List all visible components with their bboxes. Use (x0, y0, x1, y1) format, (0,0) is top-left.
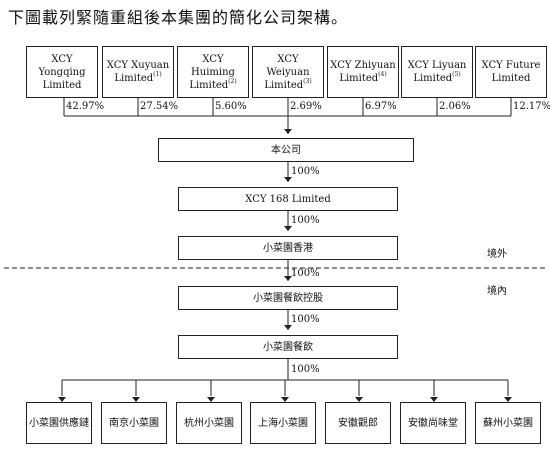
catering-holding-box: 小菜園餐飲控股 (178, 286, 398, 310)
percent-zhiyuan: 6.97% (365, 101, 397, 112)
percent-huiming: 5.60% (215, 101, 247, 112)
region-offshore-label: 境外 (487, 249, 507, 260)
catering-box: 小菜園餐飲 (178, 335, 398, 359)
shareholder-xuyuan: XCY Xuyuan Limited(1) (102, 46, 174, 98)
subsidiary-anhui-guanlang: 安徽觀郎 (325, 402, 391, 444)
shareholder-weiyuan: XCY Weiyuan Limited(3) (252, 46, 324, 98)
shareholder-yongqing: XCY Yongqing Limited (26, 46, 98, 98)
subsidiary-hangzhou: 杭州小菜園 (176, 402, 242, 444)
hk-box: 小菜園香港 (178, 236, 398, 260)
percent-catering: 100% (291, 314, 320, 325)
percent-xcy168: 100% (291, 166, 320, 177)
shareholder-huiming: XCY Huiming Limited(2) (177, 46, 249, 98)
shareholder-future: XCY Future Limited (475, 46, 547, 98)
percent-yongqing: 42.97% (66, 101, 105, 112)
percent-xuyuan: 27.54% (140, 101, 179, 112)
subsidiary-anhui-shangweitang: 安徽尚味堂 (400, 402, 466, 444)
subsidiary-suzhou: 蘇州小菜園 (475, 402, 541, 444)
company-box: 本公司 (158, 138, 414, 162)
subsidiary-supply-chain: 小菜園供應鏈 (26, 402, 92, 444)
page-heading: 下圖載列緊隨重組後本集團的簡化公司架構。 (8, 8, 349, 27)
percent-liyuan: 2.06% (439, 101, 471, 112)
percent-weiyuan: 2.69% (290, 101, 322, 112)
subsidiary-shanghai: 上海小菜園 (250, 402, 316, 444)
region-onshore-label: 境內 (487, 286, 507, 297)
subsidiary-nanjing: 南京小菜園 (101, 402, 167, 444)
percent-hk: 100% (291, 215, 320, 226)
percent-future: 12.17% (513, 101, 550, 112)
xcy168-box: XCY 168 Limited (178, 187, 398, 211)
shareholder-liyuan: XCY Liyuan Limited(5) (401, 46, 473, 98)
shareholder-zhiyuan: XCY Zhiyuan Limited(4) (327, 46, 399, 98)
percent-subsidiaries: 100% (291, 364, 320, 375)
percent-catering-holding: 100% (291, 268, 320, 279)
